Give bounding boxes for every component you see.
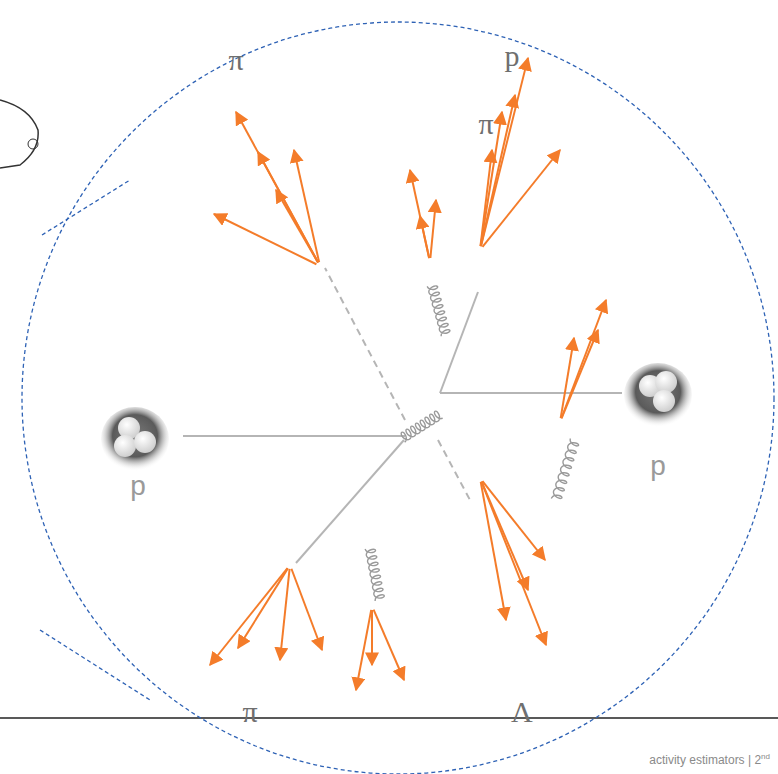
hadron-track [482, 150, 560, 247]
hadron-track [280, 569, 290, 660]
proton-symbol [101, 407, 169, 471]
hadron-track [480, 150, 492, 246]
gluon-coil [365, 549, 384, 601]
proton-label: p [130, 472, 146, 500]
hadron-track [562, 330, 598, 418]
particle-label: p [505, 41, 520, 71]
footer-rule [0, 717, 778, 719]
hadron-track [561, 338, 574, 418]
hadron-track [482, 481, 545, 560]
hadron-track [481, 482, 506, 620]
particle-label: Λ [511, 697, 533, 727]
proton-label: p [650, 452, 666, 480]
particle-label: π [228, 45, 243, 75]
hadron-jets [210, 58, 606, 690]
hadron-track [410, 170, 429, 258]
hadron-track [236, 112, 318, 262]
hadron-track [258, 152, 318, 262]
hadron-track [291, 569, 322, 650]
hadron-track [374, 610, 404, 680]
particle-label: π [242, 697, 257, 727]
hadron-track [214, 214, 316, 264]
parton-dashed [325, 268, 470, 500]
hadron-track [294, 150, 319, 262]
parton-lines [183, 292, 622, 563]
proton-symbol [624, 363, 692, 427]
hadron-track [561, 300, 606, 418]
zoom-circle [22, 22, 774, 774]
hadron-track [210, 568, 288, 665]
gluon-coil [401, 411, 442, 442]
detector-fragment [0, 100, 38, 168]
hadron-track [371, 610, 373, 665]
hadron-track [481, 482, 546, 645]
hadron-track [482, 482, 528, 590]
particle-label: π [478, 109, 493, 139]
gluon-coils [365, 286, 579, 601]
superscript: nd [761, 752, 770, 761]
gluon-coil [427, 286, 450, 336]
hadron-track [356, 610, 371, 690]
footer-text: activity estimators | 2 [649, 753, 761, 767]
hadron-track [420, 216, 429, 258]
gluon-coil [551, 438, 578, 498]
hadron-track [430, 200, 436, 258]
footer: activity estimators | 2nd [649, 752, 770, 767]
hadron-track [238, 568, 288, 648]
